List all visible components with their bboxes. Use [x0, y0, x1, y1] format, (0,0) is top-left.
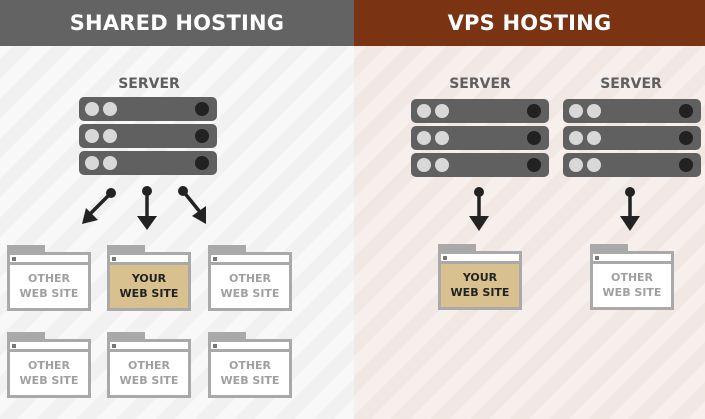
- address-bar: [110, 255, 188, 265]
- website-label-line1: OTHER: [228, 359, 272, 372]
- website-label-line1: OTHER: [27, 272, 71, 285]
- website-label-line2: WEB SITE: [119, 374, 179, 387]
- shared-hosting-panel: SHARED HOSTING SERVER OTHER WEB SITE YOUR W…: [0, 0, 354, 419]
- browser-tab: [7, 332, 45, 340]
- website-label-line2: WEB SITE: [119, 287, 179, 300]
- server-icon: [563, 99, 701, 180]
- other-website-icon: OTHER WEB SITE: [7, 332, 91, 398]
- website-label-line2: WEB SITE: [19, 374, 79, 387]
- other-website-icon: OTHER WEB SITE: [208, 332, 292, 398]
- website-label: YOUR WEB SITE: [110, 271, 188, 301]
- other-website-icon: OTHER WEB SITE: [208, 245, 292, 311]
- website-label-line2: WEB SITE: [450, 286, 510, 299]
- address-bar: [211, 342, 289, 352]
- browser-tab: [208, 332, 246, 340]
- shared-hosting-title: SHARED HOSTING: [0, 0, 354, 46]
- address-bar: [211, 255, 289, 265]
- server-label: SERVER: [118, 76, 180, 92]
- browser-window: OTHER WEB SITE: [590, 251, 674, 310]
- website-label: OTHER WEB SITE: [10, 358, 88, 388]
- address-bar: [110, 342, 188, 352]
- website-label-line2: WEB SITE: [19, 287, 79, 300]
- your-website-icon: YOUR WEB SITE: [107, 245, 191, 311]
- address-bar: [10, 255, 88, 265]
- server-label: SERVER: [600, 76, 662, 92]
- vps-hosting-title: VPS HOSTING: [354, 0, 705, 46]
- address-bar: [441, 254, 519, 264]
- browser-tab: [107, 332, 145, 340]
- other-website-icon: OTHER WEB SITE: [7, 245, 91, 311]
- website-label: OTHER WEB SITE: [10, 271, 88, 301]
- down-arrow-icon: [620, 187, 640, 231]
- website-label-line1: OTHER: [27, 359, 71, 372]
- website-label: YOUR WEB SITE: [441, 270, 519, 300]
- browser-tab: [7, 245, 45, 253]
- browser-tab: [590, 244, 628, 252]
- website-label-line1: OTHER: [228, 272, 272, 285]
- browser-tab: [438, 244, 476, 252]
- distribution-arrows-icon: [82, 186, 206, 230]
- website-label-line2: WEB SITE: [602, 286, 662, 299]
- website-label: OTHER WEB SITE: [593, 270, 671, 300]
- browser-window: OTHER WEB SITE: [208, 339, 292, 398]
- website-label-line1: OTHER: [610, 271, 654, 284]
- server-icon: [79, 97, 217, 178]
- browser-window: OTHER WEB SITE: [7, 339, 91, 398]
- server-label: SERVER: [449, 76, 511, 92]
- browser-window: OTHER WEB SITE: [107, 339, 191, 398]
- website-label-line2: WEB SITE: [220, 287, 280, 300]
- website-label-line2: WEB SITE: [220, 374, 280, 387]
- other-website-icon: OTHER WEB SITE: [590, 244, 674, 310]
- website-label-line1: OTHER: [127, 359, 171, 372]
- website-label-line1: YOUR: [131, 272, 167, 285]
- browser-tab: [208, 245, 246, 253]
- browser-window: OTHER WEB SITE: [208, 252, 292, 311]
- your-website-icon: YOUR WEB SITE: [438, 244, 522, 310]
- browser-tab: [107, 245, 145, 253]
- browser-window: OTHER WEB SITE: [7, 252, 91, 311]
- server-icon: [411, 99, 549, 180]
- down-arrow-icon: [469, 187, 489, 231]
- browser-window: YOUR WEB SITE: [438, 251, 522, 310]
- address-bar: [10, 342, 88, 352]
- website-label: OTHER WEB SITE: [211, 358, 289, 388]
- website-label-line1: YOUR: [462, 271, 498, 284]
- browser-window: YOUR WEB SITE: [107, 252, 191, 311]
- website-label: OTHER WEB SITE: [110, 358, 188, 388]
- address-bar: [593, 254, 671, 264]
- website-label: OTHER WEB SITE: [211, 271, 289, 301]
- other-website-icon: OTHER WEB SITE: [107, 332, 191, 398]
